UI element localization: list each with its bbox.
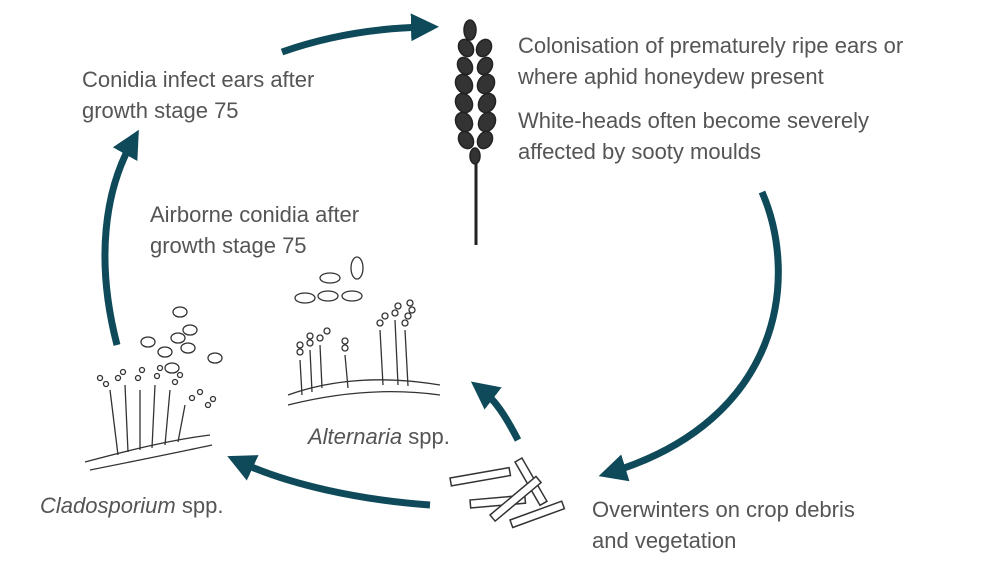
arrow-to-wheat: [280, 13, 439, 56]
airborne-line-2: growth stage 75: [150, 233, 307, 258]
colonisation-line-1: Colonisation of prematurely ripe ears or: [518, 33, 904, 58]
alternaria-genus: Alternaria: [308, 424, 403, 449]
white-heads-line-2: affected by sooty moulds: [518, 139, 761, 164]
alternaria-suffix: spp.: [402, 424, 450, 449]
airborne-label: Airborne conidia after growth stage 75: [150, 199, 359, 261]
crop-debris-icon: [449, 456, 566, 529]
conidia-infect-label: Conidia infect ears after growth stage 7…: [82, 64, 314, 126]
overwinters-line-1: Overwinters on crop debris: [592, 497, 855, 522]
alternaria-fungus-icon: [287, 256, 441, 406]
arrow-to-alternaria: [470, 381, 522, 442]
colonisation-label: Colonisation of prematurely ripe ears or…: [518, 30, 903, 92]
conidia-infect-line-2: growth stage 75: [82, 98, 239, 123]
overwinters-line-2: and vegetation: [592, 528, 737, 553]
cladosporium-suffix: spp.: [175, 493, 224, 518]
wheat-ear-icon: [454, 19, 497, 245]
overwinters-label: Overwinters on crop debris and vegetatio…: [592, 494, 855, 556]
white-heads-line-1: White-heads often become severely: [518, 108, 869, 133]
conidia-infect-line-1: Conidia infect ears after: [82, 67, 315, 92]
cladosporium-genus: Cladosporium: [40, 493, 176, 518]
colonisation-line-2: where aphid honeydew present: [518, 64, 824, 89]
arrow-to-ears: [101, 129, 139, 346]
airborne-line-1: Airborne conidia after: [150, 202, 360, 227]
arrow-to-debris: [598, 190, 782, 482]
white-heads-label: White-heads often become severely affect…: [518, 105, 869, 167]
cladosporium-fungus-icon: [84, 306, 223, 471]
cladosporium-label: Cladosporium spp.: [40, 490, 223, 521]
alternaria-label: Alternaria spp.: [308, 421, 450, 452]
arrow-to-cladosporium: [227, 455, 431, 509]
